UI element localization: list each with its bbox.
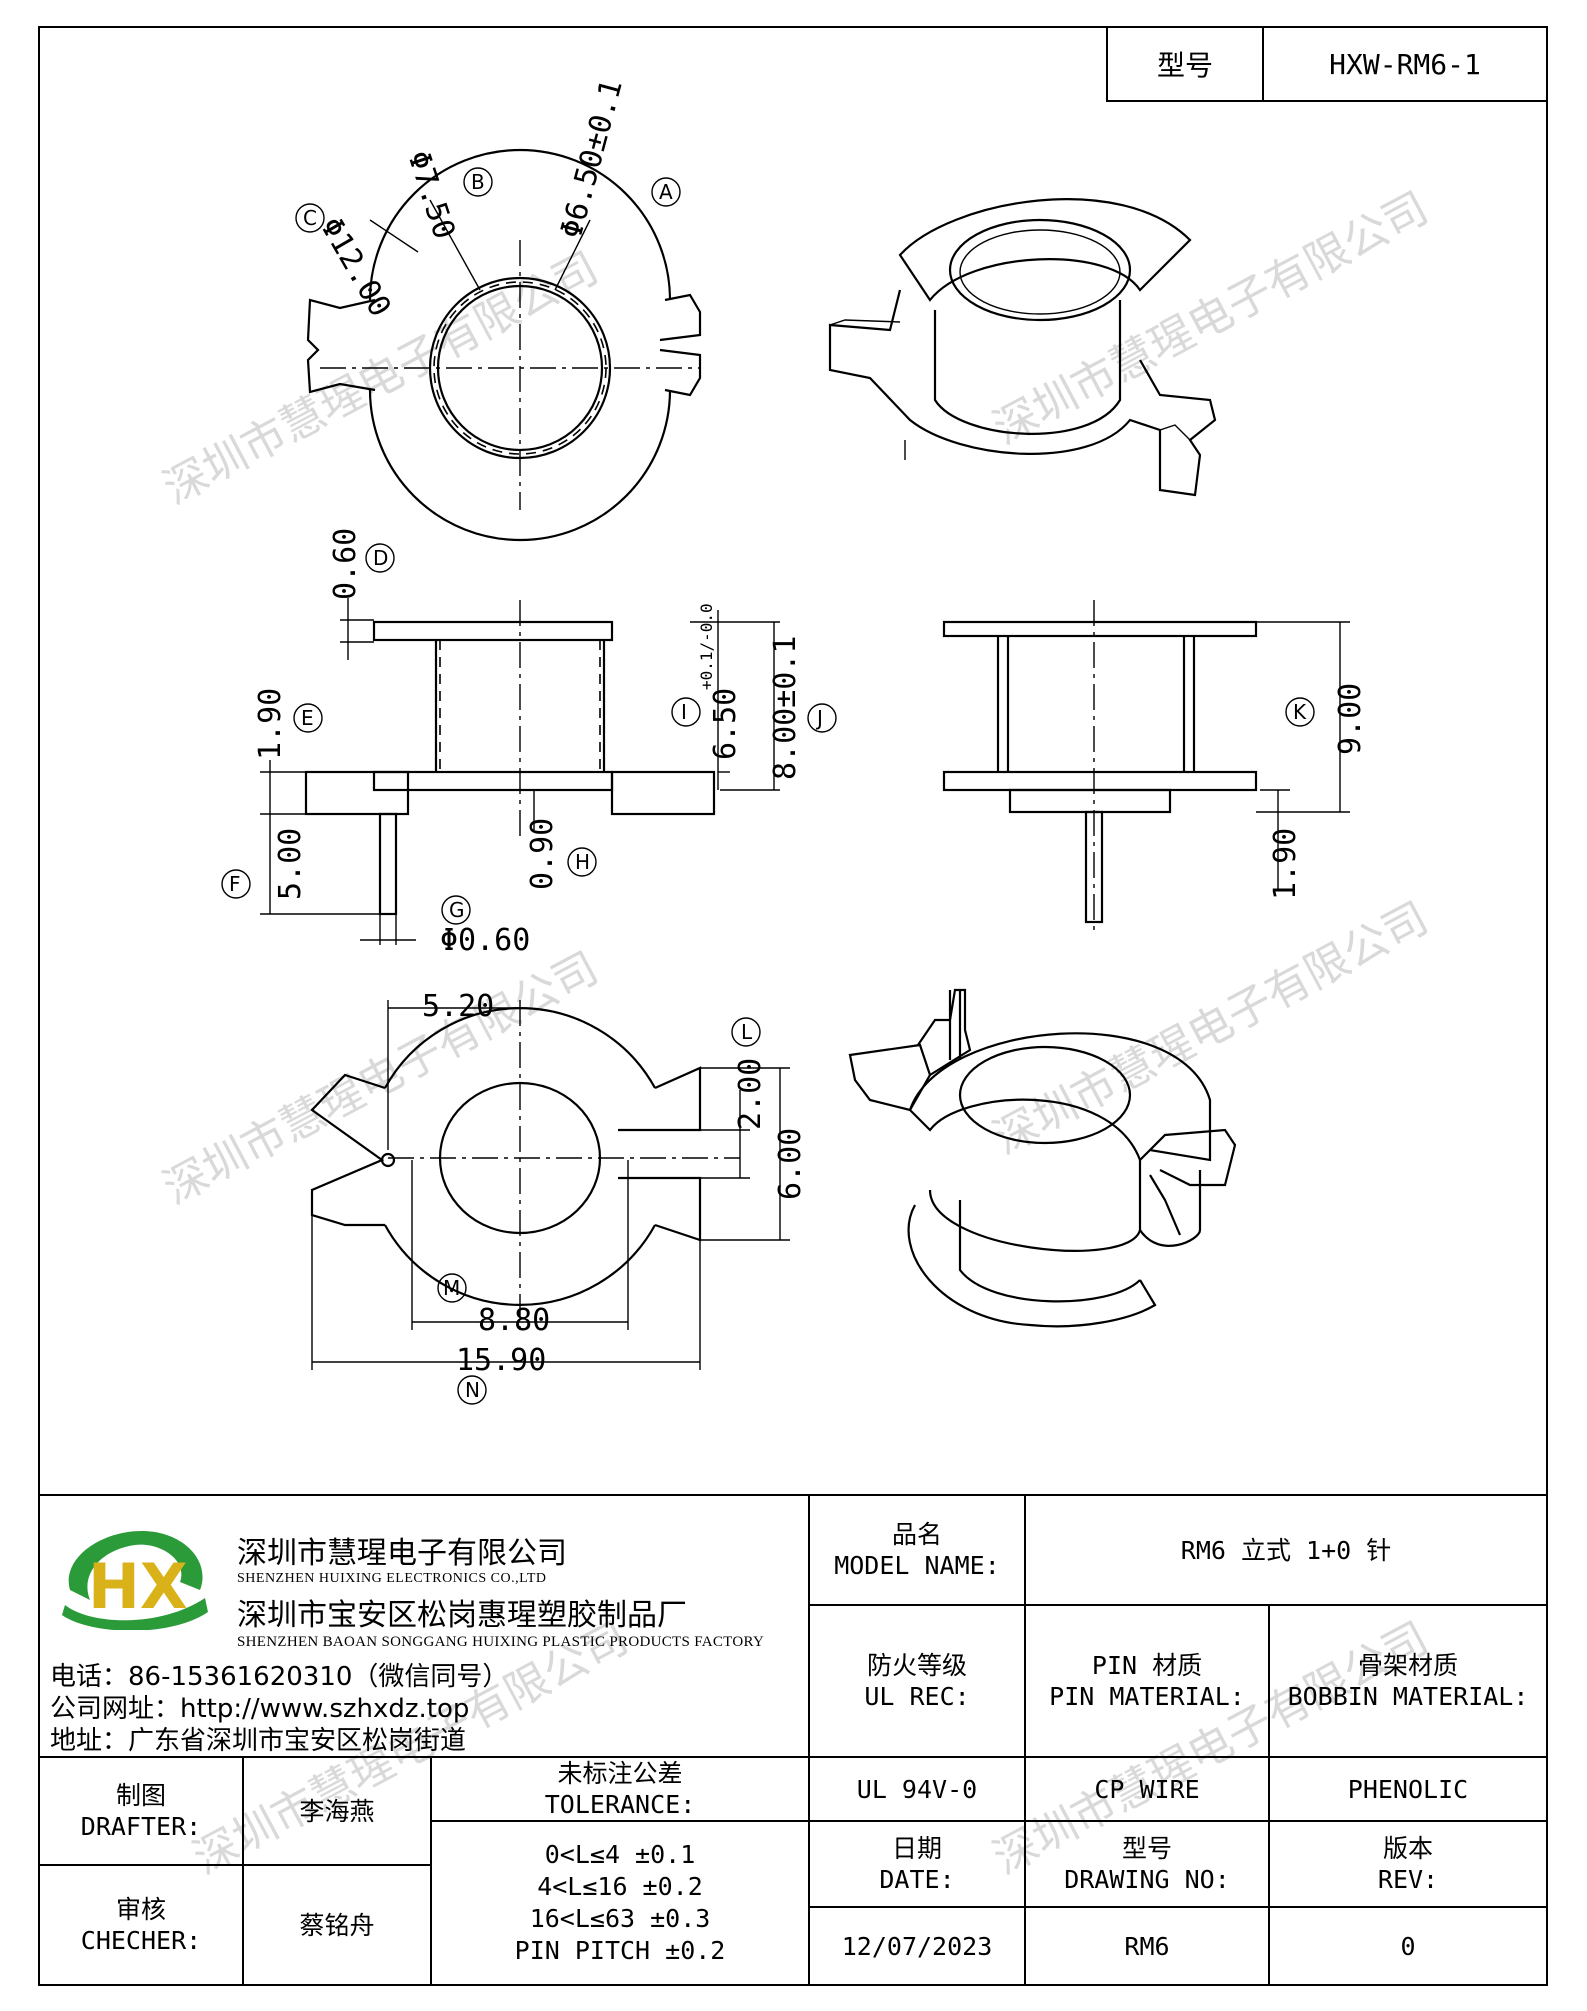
company-phone: 电话：86-15361620310（微信同号） — [50, 1662, 509, 1692]
dim-500: 5.00 — [273, 828, 308, 900]
pin-material-value: CP WIRE — [1024, 1756, 1270, 1822]
label-c: C — [303, 206, 317, 230]
isometric-bottom — [848, 988, 1237, 1328]
label-e: E — [301, 706, 314, 730]
label-m: M — [443, 1276, 460, 1300]
dim-1590: 15.90 — [456, 1343, 546, 1378]
company-name-cn: 深圳市慧瑆电子有限公司 — [237, 1536, 567, 1571]
dim-phi060: Φ0.60 — [440, 923, 530, 958]
logo-letters: HX — [88, 1550, 188, 1623]
bobbin-material-value: PHENOLIC — [1268, 1756, 1548, 1822]
technical-drawing: .ln{fill:none;stroke:#000;stroke-width:2… — [221, 76, 1368, 1405]
dim-phi650: Φ6.50±0.1 — [554, 76, 630, 242]
label-l: L — [741, 1020, 753, 1044]
bottom-view: 5.20 2.00 6.00 8.80 15.90 L M N — [310, 989, 808, 1405]
label-n: N — [465, 1378, 480, 1402]
label-i: I — [681, 700, 687, 724]
dim-900: 9.00 — [1333, 683, 1368, 755]
label-f: F — [229, 872, 241, 896]
label-a: A — [659, 180, 673, 204]
dim-200: 2.00 — [733, 1058, 768, 1130]
model-name-value: RM6 立式 1+0 针 — [1024, 1494, 1548, 1606]
side-view: 9.00 1.90 K — [942, 600, 1368, 930]
company-website: 公司网址：http://www.szhxdz.top — [50, 1694, 470, 1724]
factory-name-cn: 深圳市宝安区松岗惠瑆塑胶制品厂 — [237, 1598, 687, 1633]
tolerance-table: 0<L≤4 ±0.1 4<L≤16 ±0.2 16<L≤63 ±0.3 PIN … — [430, 1820, 810, 1986]
dim-phi750: Φ7.50 — [400, 147, 461, 244]
dim-600: 6.00 — [773, 1128, 808, 1200]
label-j: J — [815, 706, 823, 730]
dim-520: 5.20 — [422, 989, 494, 1024]
dim-880: 8.80 — [478, 1303, 550, 1338]
checker-name: 蔡铭舟 — [242, 1864, 432, 1986]
dim-190: 1.90 — [253, 688, 288, 760]
dim-650-tol: +0.1/-0.0 — [697, 603, 716, 690]
isometric-top — [828, 198, 1217, 497]
drawing-no-value: RM6 — [1024, 1906, 1270, 1986]
label-h: H — [575, 850, 590, 874]
dim-060: 0.60 — [328, 528, 363, 600]
dim-phi1200: Φ12.00 — [313, 212, 397, 323]
label-g: G — [449, 898, 465, 922]
label-b: B — [471, 170, 485, 194]
front-section: 0.60 1.90 5.00 Φ0.60 0.90 6.50 +0.1/-0.0… — [221, 528, 837, 958]
dim-090: 0.90 — [525, 818, 560, 890]
model-value: HXW-RM6-1 — [1262, 26, 1548, 102]
title-block-top-border — [38, 1494, 1548, 1496]
company-logo: HX — [62, 1530, 208, 1630]
company-address: 地址：广东省深圳市宝安区松岗街道 — [50, 1726, 467, 1756]
company-info: HX 深圳市慧瑆电子有限公司 SHENZHEN HUIXING ELECTRON… — [40, 1496, 808, 1758]
dim-650: 6.50 — [708, 688, 743, 760]
top-view: Φ12.00 Φ7.50 Φ6.50±0.1 C B A — [295, 76, 702, 542]
dim-800: 8.00±0.1 — [768, 636, 803, 781]
label-d: D — [373, 546, 388, 570]
dim-190b: 1.90 — [1268, 828, 1303, 900]
company-name-en: SHENZHEN HUIXING ELECTRONICS CO.,LTD — [237, 1571, 547, 1586]
date-value: 12/07/2023 — [808, 1906, 1026, 1986]
ul-rec-value: UL 94V-0 — [808, 1756, 1026, 1822]
label-k: K — [1293, 700, 1307, 724]
factory-name-en: SHENZHEN BAOAN SONGGANG HUIXING PLASTIC … — [237, 1634, 765, 1650]
drafter-name: 李海燕 — [242, 1756, 432, 1866]
rev-value: 0 — [1268, 1906, 1548, 1986]
